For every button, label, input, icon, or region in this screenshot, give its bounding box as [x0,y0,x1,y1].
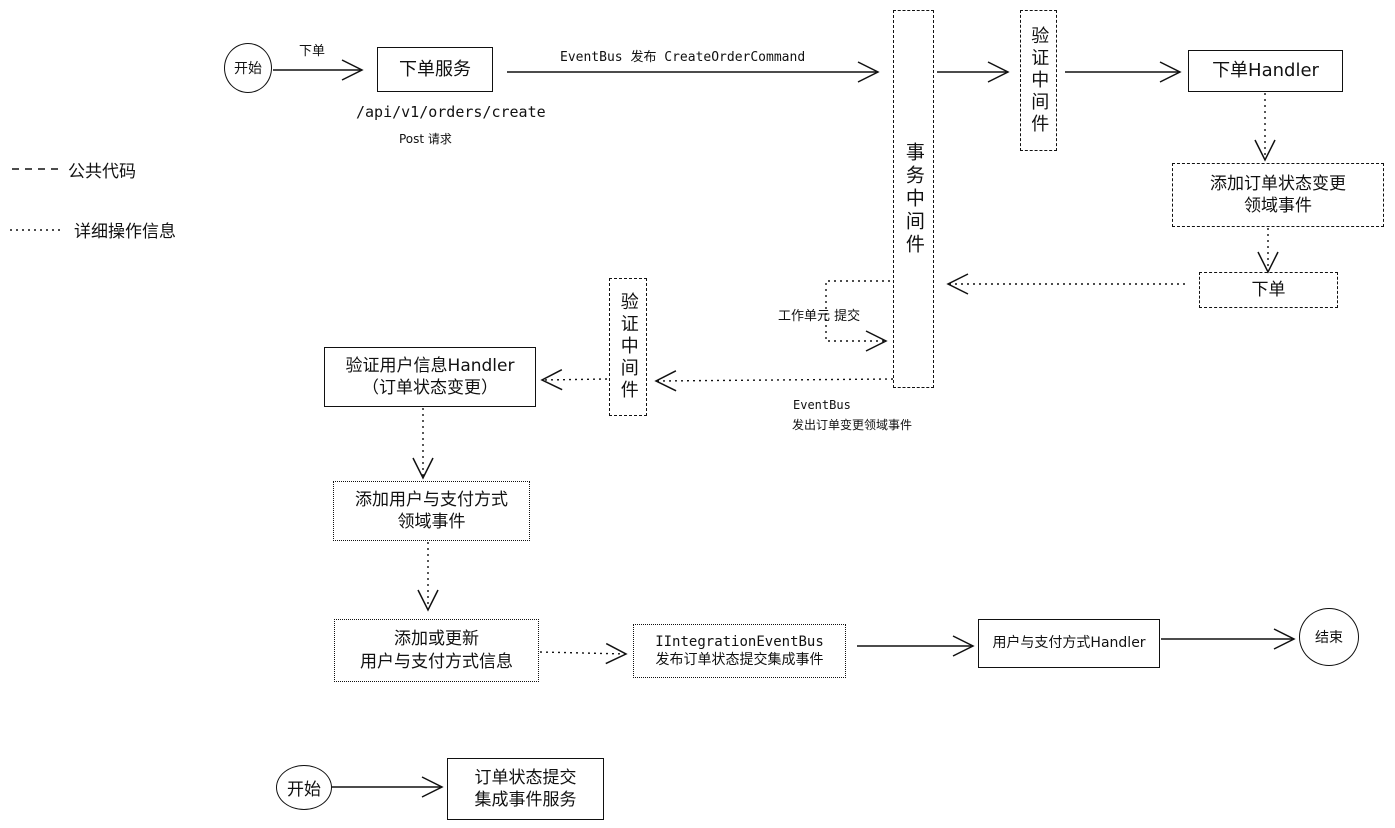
validate-middleware-mid-box: 验证中间件 [609,278,647,416]
add-status-event-box: 添加订单状态变更 领域事件 [1172,163,1384,227]
legend-detail-info: 详细操作信息 [74,222,176,242]
edge-label-unit-of-work: 工作单元 提交 [778,309,861,324]
add-update-info-line1: 添加或更新 [394,629,479,650]
validate-middleware-mid-label: 验证中间件 [617,292,639,402]
edge-label-eventbus-emit-1: EventBus [793,398,851,412]
start2-label: 开始 [287,780,321,800]
tx-middleware-label: 事务中间件 [902,141,925,257]
order-service-label: 下单服务 [399,58,471,80]
order-handler-label: 下单Handler [1212,60,1319,82]
order-service-box: 下单服务 [377,47,493,92]
add-status-event-line1: 添加订单状态变更 [1210,173,1346,194]
end-node: 结束 [1299,608,1359,666]
start2-node: 开始 [276,765,332,810]
add-user-payment-event-box: 添加用户与支付方式 领域事件 [333,481,530,541]
edge-update-info-bus [539,642,628,665]
integration-service-box: 订单状态提交 集成事件服务 [447,758,604,820]
integration-service-line2: 集成事件服务 [474,790,577,810]
api-path-label: /api/v1/orders/create [356,103,546,121]
start-label: 开始 [234,61,262,77]
edge-label-place-order: 下单 [299,44,326,59]
add-update-info-line2: 用户与支付方式信息 [360,651,513,672]
place-order-label: 下单 [1251,279,1286,300]
end-label: 结束 [1315,630,1343,646]
add-status-event-line2: 领域事件 [1244,196,1312,216]
validate-middleware-top-label: 验证中间件 [1028,25,1050,136]
edge-label-eventbus-emit-2: 发出订单变更领域事件 [792,418,913,432]
add-update-info-box: 添加或更新 用户与支付方式信息 [334,619,539,682]
add-user-payment-event-line2: 领域事件 [397,512,466,532]
legend-public-code: 公共代码 [68,162,136,182]
validate-middleware-top-box: 验证中间件 [1020,10,1057,151]
order-handler-box: 下单Handler [1188,50,1343,92]
integration-bus-line2: 发布订单状态提交集成事件 [655,652,824,668]
tx-middleware-box: 事务中间件 [893,10,934,388]
start-node: 开始 [224,43,272,93]
add-user-payment-event-line1: 添加用户与支付方式 [355,489,508,510]
verify-user-handler-box: 验证用户信息Handler （订单状态变更） [324,347,536,407]
verify-user-handler-line2: （订单状态变更） [362,378,498,398]
integration-bus-line1: IIntegrationEventBus [655,633,824,650]
integration-bus-box: IIntegrationEventBus 发布订单状态提交集成事件 [633,624,846,678]
integration-service-line1: 订单状态提交 [474,767,577,788]
user-payment-handler-box: 用户与支付方式Handler [978,619,1160,668]
edge-tx-validate-mid [654,370,894,392]
place-order-box: 下单 [1199,272,1338,308]
edge-validate-verify-handler [540,369,608,391]
post-request-label: Post 请求 [399,132,452,146]
edge-label-eventbus-publish: EventBus 发布 CreateOrderCommand [560,50,806,65]
user-payment-handler-label: 用户与支付方式Handler [992,635,1146,652]
verify-user-handler-line1: 验证用户信息Handler [345,355,515,376]
